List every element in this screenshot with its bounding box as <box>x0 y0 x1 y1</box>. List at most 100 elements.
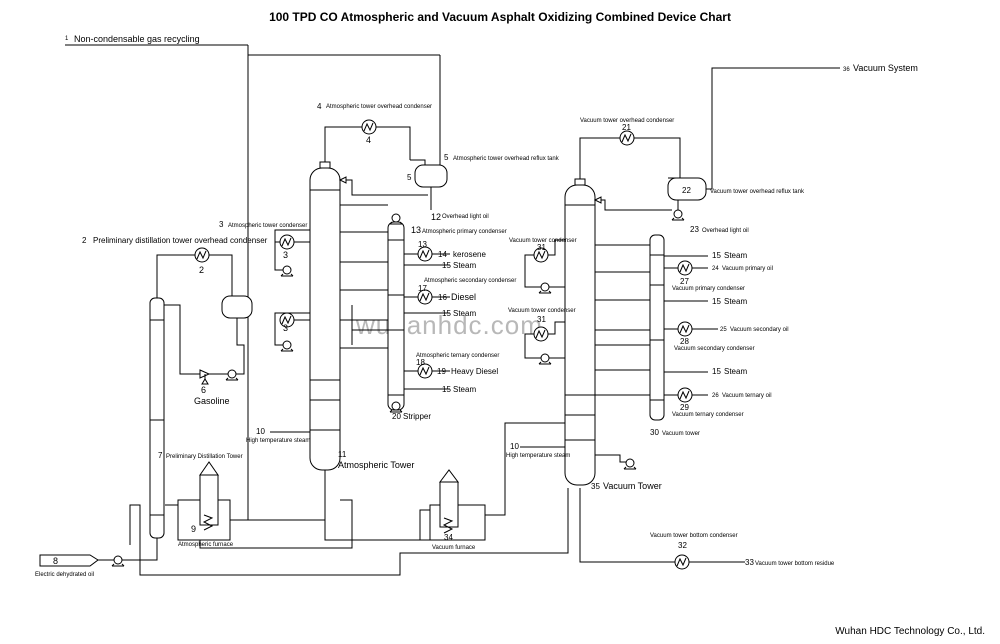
label-29: Vacuum ternary condenser <box>672 412 744 418</box>
label-15a-number: 15 <box>442 261 451 270</box>
label-5-tank: 5 <box>407 173 412 182</box>
label-3: Atmospheric tower condenser <box>228 223 307 229</box>
label-3b: 3 <box>283 250 288 260</box>
label-13-number: 13 <box>411 225 421 235</box>
label-10a-number: 10 <box>256 427 265 436</box>
label-15e-number: 15 <box>712 297 721 306</box>
label-15b-number: 15 <box>442 309 451 318</box>
label-13b: 13 <box>418 240 427 249</box>
label-3-number: 3 <box>219 220 224 229</box>
label-4: Atmospheric tower overhead condenser <box>326 104 432 110</box>
label-30-number: 30 <box>650 428 659 437</box>
label-2: Preliminary distillation tower overhead … <box>93 236 268 245</box>
label-28-number: 28 <box>680 337 689 346</box>
label-26-number: 26 <box>712 393 719 399</box>
label-19: Heavy Diesel <box>451 367 498 376</box>
diagram-title: 100 TPD CO Atmospheric and Vacuum Asphal… <box>269 10 731 24</box>
feed-vessel-8 <box>39 554 140 567</box>
label-33-number: 33 <box>745 558 754 567</box>
gas-recycling-line <box>65 44 441 520</box>
label-20: Stripper <box>403 412 431 421</box>
label-34-number: 34 <box>444 533 453 542</box>
label-26: Vacuum ternary oil <box>722 393 772 399</box>
label-29-number: 29 <box>680 403 689 412</box>
label-4-number: 4 <box>317 102 322 111</box>
label-1-number: 1 <box>65 36 69 42</box>
preliminary-distillation-tower <box>129 247 253 561</box>
label-33: Vacuum tower bottom residue <box>755 561 835 567</box>
watermark: wuhanhdc.com <box>355 310 543 340</box>
label-8-number: 8 <box>53 556 58 566</box>
label-15d-number: 15 <box>712 251 721 260</box>
label-17: Atmospheric secondary condenser <box>424 278 516 284</box>
label-15c-number: 15 <box>442 385 451 394</box>
atmospheric-furnace <box>165 461 248 541</box>
label-12: Overhead light oil <box>442 214 489 220</box>
label-24-number: 24 <box>712 266 719 272</box>
label-14-number: 14 <box>438 250 447 259</box>
label-22: Vacuum tower overhead reflux tank <box>710 189 805 195</box>
label-23: Overhead light oil <box>702 228 749 234</box>
label-15f-number: 15 <box>712 367 721 376</box>
label-10b-number: 10 <box>510 442 519 451</box>
label-18-number: 18 <box>416 358 425 367</box>
label-36: Vacuum System <box>853 63 918 73</box>
label-2-number: 2 <box>82 236 87 245</box>
label-31b-number: 31 <box>537 315 546 324</box>
label-23-number: 23 <box>690 225 699 234</box>
vacuum-tower <box>520 67 840 486</box>
label-15d: Steam <box>724 251 747 260</box>
label-31b: Vacuum tower condenser <box>508 308 576 314</box>
label-21: Vacuum tower overhead condenser <box>580 118 674 124</box>
footer-company: Wuhan HDC Technology Co., Ltd. <box>835 626 985 637</box>
label-15a: Steam <box>453 261 476 270</box>
label-3c: 3 <box>283 323 288 333</box>
label-2b: 2 <box>199 265 204 275</box>
label-19-number: 19 <box>437 367 446 376</box>
label-16-number: 16 <box>438 293 447 302</box>
label-10a: High temperature steam <box>246 438 310 444</box>
label-25-number: 25 <box>720 327 727 333</box>
vacuum-furnace <box>420 422 565 541</box>
label-25: Vacuum secondary oil <box>730 327 789 333</box>
atmospheric-tower <box>199 119 448 549</box>
label-9-number: 9 <box>191 524 196 534</box>
label-6: Gasoline <box>194 396 230 406</box>
label-16: Diesel <box>451 292 476 302</box>
label-15b: Steam <box>453 309 476 318</box>
label-27-number: 27 <box>680 277 689 286</box>
label-17-number: 17 <box>418 284 427 293</box>
label-32-number: 32 <box>678 541 687 550</box>
label-15c: Steam <box>453 385 476 394</box>
label-13: Atmospheric primary condenser <box>422 229 507 235</box>
label-18: Atmospheric ternary condenser <box>416 353 499 359</box>
label-35: Vacuum Tower <box>603 481 662 491</box>
label-31-number: 31 <box>537 243 546 252</box>
label-1: Non-condensable gas recycling <box>74 34 200 44</box>
label-4b: 4 <box>366 135 371 145</box>
label-7: Preliminary Distillation Tower <box>166 454 243 460</box>
vacuum-stripper <box>649 234 718 421</box>
label-6-number: 6 <box>201 385 206 395</box>
labels: 1 Non-condensable gas recycling 2 Prelim… <box>35 34 918 578</box>
label-8: Electric dehydrated oil <box>35 572 94 578</box>
stripper <box>340 204 450 413</box>
label-21-number: 21 <box>622 123 631 132</box>
label-12-number: 12 <box>431 212 441 222</box>
label-15e: Steam <box>724 297 747 306</box>
label-5: Atmospheric tower overhead reflux tank <box>453 156 560 162</box>
label-35-number: 35 <box>591 482 600 491</box>
bottom-return-line <box>139 488 745 576</box>
label-11-number: 11 <box>338 450 347 459</box>
label-9: Atmospheric furnace <box>178 542 234 548</box>
label-27: Vacuum primary condenser <box>672 286 745 292</box>
label-34: Vacuum furnace <box>432 545 476 551</box>
label-10b: High temperature steam <box>506 453 570 459</box>
label-31: Vacuum tower condenser <box>509 238 577 244</box>
label-30: Vacuum tower <box>662 431 700 437</box>
label-24: Vacuum primary oil <box>722 266 773 272</box>
label-14: kerosene <box>453 250 486 259</box>
label-11: Atmospheric Tower <box>338 460 414 470</box>
label-20-number: 20 <box>392 412 401 421</box>
